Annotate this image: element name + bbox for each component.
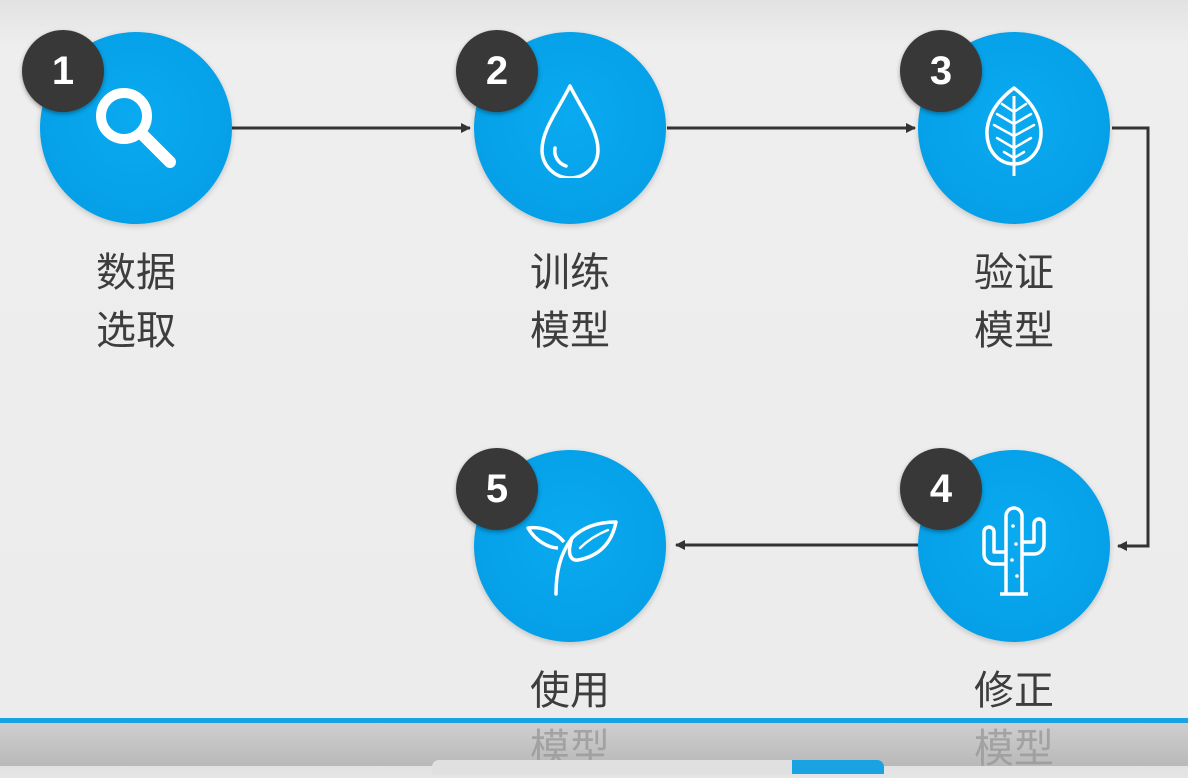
water-drop-icon (540, 84, 600, 178)
step-1-number-badge: 1 (22, 30, 104, 112)
arrow-3-to-4 (1112, 126, 1150, 551)
step-3-label: 验证 模型 (974, 250, 1054, 354)
search-icon (96, 88, 176, 168)
step-2-label: 训练 模型 (530, 250, 610, 354)
leaf-icon (985, 86, 1043, 176)
player-input[interactable] (432, 760, 792, 774)
step-3-number-badge: 3 (900, 30, 982, 112)
progress-line (0, 718, 1188, 723)
step-2-number-badge: 2 (456, 30, 538, 112)
step-4-number-badge: 4 (900, 448, 982, 530)
step-1-label: 数据 选取 (96, 250, 176, 354)
sprout-icon (526, 520, 618, 596)
step-5-number-badge: 5 (456, 448, 538, 530)
player-button[interactable] (792, 760, 884, 774)
video-player-bar (0, 718, 1188, 774)
cactus-icon (982, 506, 1046, 596)
